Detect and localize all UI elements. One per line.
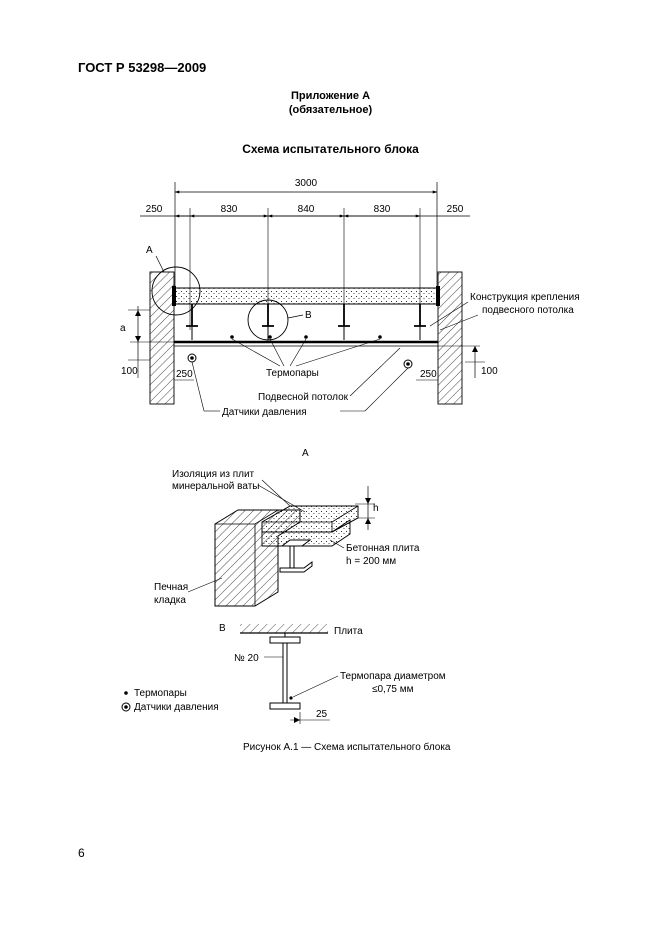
dim-100-right: 100 — [481, 366, 498, 377]
dim-span1: 830 — [221, 204, 238, 215]
label-plate: Плита — [334, 626, 363, 637]
dim-span2: 840 — [298, 204, 315, 215]
dim-side-right: 250 — [447, 204, 464, 215]
appendix-title: Приложение А — [290, 90, 371, 102]
pressure-sensor-icon — [121, 702, 131, 712]
legend-thermocouples: Термопары — [134, 688, 187, 699]
scheme-title: Схема испытательного блока — [242, 142, 419, 156]
document-header: ГОСТ Р 53298—2009 — [78, 60, 207, 75]
dim-offset-left: 250 — [176, 369, 193, 380]
callout-a: А — [146, 245, 153, 256]
label-tc-2: ≤0,75 мм — [372, 684, 414, 695]
detail-a-h: h — [373, 503, 379, 514]
page-number: 6 — [78, 846, 85, 860]
dim-a: а — [120, 323, 126, 334]
label-insulation-1: Изоляция из плит — [172, 469, 255, 480]
label-insulation-2: минеральной ваты — [172, 481, 259, 492]
detail-b: В Плита № 20 Термопара диаметром ≤0,75 м… — [219, 623, 446, 724]
label-beam: № 20 — [234, 653, 259, 664]
appendix-note: (обязательное) — [288, 104, 373, 116]
pressure-sensor-icon — [403, 359, 413, 369]
label-mount-1: Конструкция крепления — [470, 292, 580, 303]
main-scheme: 3000 250 830 840 830 250 — [120, 178, 580, 418]
pressure-sensor-icon — [187, 353, 197, 363]
dim-side-left: 250 — [146, 204, 163, 215]
dim-100-left: 100 — [121, 366, 138, 377]
legend-pressure: Датчики давления — [134, 702, 219, 713]
label-ceiling: Подвесной потолок — [258, 392, 349, 403]
label-masonry-1: Печная — [154, 582, 188, 593]
callout-b: В — [305, 310, 312, 321]
label-tc-1: Термопара диаметром — [340, 671, 446, 682]
legend: Термопары Датчики давления — [121, 688, 219, 713]
label-slab-1: Бетонная плита — [346, 543, 420, 554]
detail-a-title: А — [302, 448, 309, 459]
figure-caption: Рисунок А.1 — Схема испытательного блока — [243, 742, 451, 753]
label-slab-2: h = 200 мм — [346, 556, 396, 567]
label-pressure: Датчики давления — [222, 407, 307, 418]
label-thermocouples: Термопары — [266, 368, 319, 379]
label-masonry-2: кладка — [154, 595, 186, 606]
label-mount-2: подвесного потолка — [482, 305, 574, 316]
dim-total: 3000 — [295, 178, 318, 189]
label-dim-25: 25 — [316, 709, 328, 720]
dim-offset-right: 250 — [420, 369, 437, 380]
dim-span3: 830 — [374, 204, 391, 215]
detail-b-title: В — [219, 623, 226, 634]
detail-a: А h Изоляция из плит минеральной ваты Бе… — [154, 448, 420, 607]
